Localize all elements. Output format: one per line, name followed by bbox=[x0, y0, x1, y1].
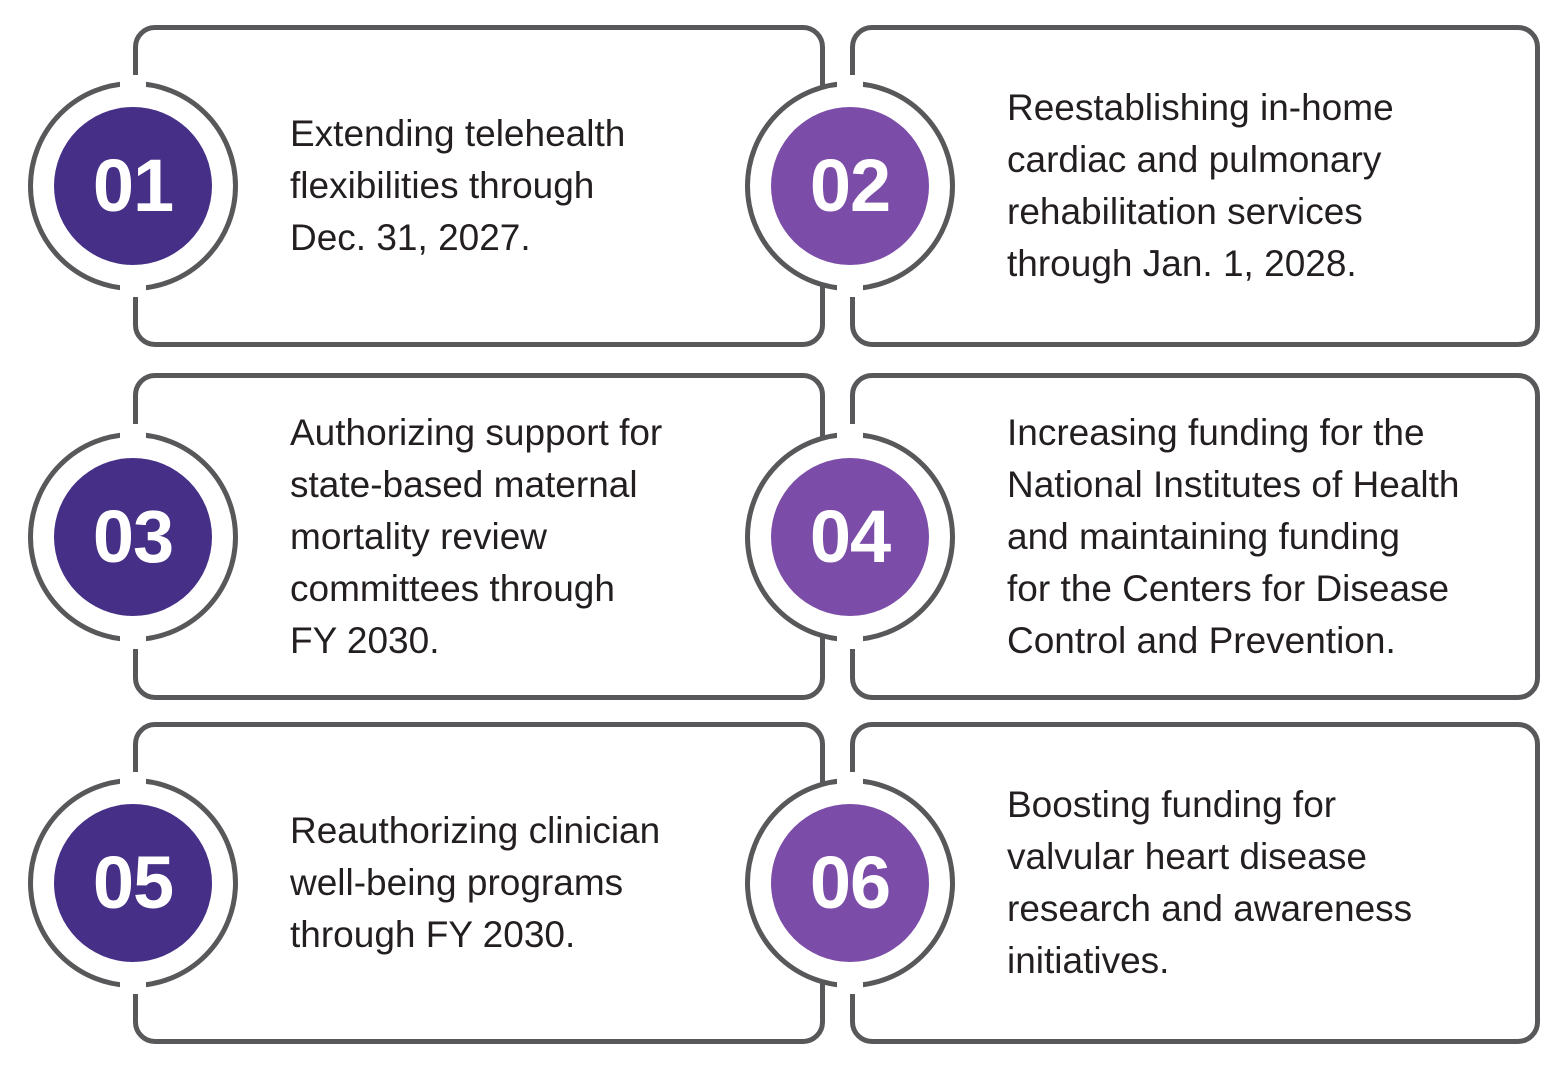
item-description-03: Authorizing support for state-based mate… bbox=[290, 411, 663, 661]
step-badge-06: 06 bbox=[745, 772, 955, 994]
badge-disc: 04 bbox=[771, 457, 929, 616]
badge-disc: 03 bbox=[54, 457, 212, 616]
badge-number: 02 bbox=[809, 144, 891, 227]
badge-ring-gap-top bbox=[837, 75, 863, 91]
badge-disc: 01 bbox=[54, 107, 212, 265]
badge-number: 04 bbox=[809, 494, 891, 578]
item-description-05: Reauthorizing clinician well-being progr… bbox=[290, 810, 661, 955]
step-badge-05: 05 bbox=[28, 772, 238, 994]
badge-ring-gap-bottom bbox=[837, 631, 863, 648]
badge-disc: 02 bbox=[771, 107, 929, 265]
badge-number: 06 bbox=[809, 841, 891, 924]
step-badge-01: 01 bbox=[28, 75, 238, 297]
item-card-06 bbox=[846, 722, 1540, 1044]
badge-disc: 06 bbox=[771, 804, 929, 962]
item-card-05 bbox=[129, 722, 825, 1044]
badge-ring-gap-top bbox=[120, 425, 146, 442]
item-description-02: Reestablishing in-home cardiac and pulmo… bbox=[1007, 87, 1394, 284]
step-badge-04: 04 bbox=[745, 425, 955, 648]
badge-ring-gap-top bbox=[837, 425, 863, 442]
item-card-04 bbox=[846, 373, 1540, 700]
badge-ring-gap-bottom bbox=[120, 281, 146, 297]
badge-ring-gap-top bbox=[837, 772, 863, 788]
item-card-03 bbox=[129, 373, 825, 700]
badge-number: 05 bbox=[92, 841, 174, 924]
badge-ring-gap-bottom bbox=[120, 631, 146, 648]
item-description-06: Boosting funding for valvular heart dise… bbox=[1007, 784, 1413, 981]
item-card-02 bbox=[846, 25, 1540, 347]
step-badge-02: 02 bbox=[745, 75, 955, 297]
badge-disc: 05 bbox=[54, 804, 212, 962]
item-description-04: Increasing funding for the National Inst… bbox=[1007, 411, 1460, 661]
badge-number: 01 bbox=[92, 144, 174, 227]
badge-ring-gap-bottom bbox=[837, 978, 863, 994]
badge-ring-gap-top bbox=[120, 772, 146, 788]
step-badge-03: 03 bbox=[28, 425, 238, 648]
badge-ring-gap-bottom bbox=[120, 978, 146, 994]
badge-number: 03 bbox=[92, 494, 174, 578]
item-description-01: Extending telehealth flexibilities throu… bbox=[290, 113, 626, 258]
item-card-01 bbox=[129, 25, 825, 347]
badge-ring-gap-top bbox=[120, 75, 146, 91]
badge-ring-gap-bottom bbox=[837, 281, 863, 297]
